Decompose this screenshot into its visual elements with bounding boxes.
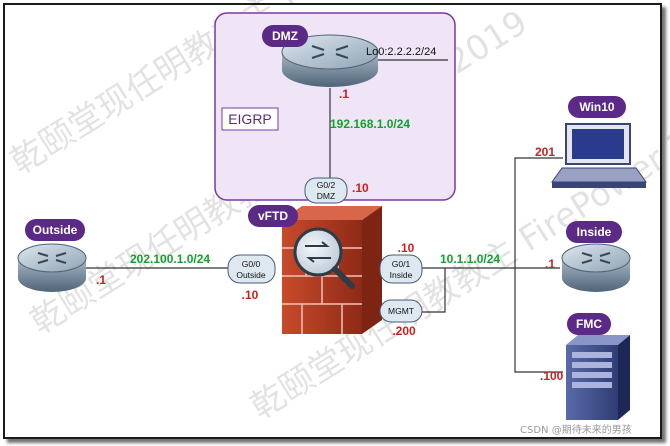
eigrp-label: EIGRP (228, 111, 272, 127)
port-g0-2-zone: DMZ (317, 191, 335, 201)
dmz-router-ip: .1 (339, 87, 349, 101)
outside-router-ip: .1 (96, 273, 106, 287)
outside-network-label: 202.100.1.0/24 (130, 252, 210, 266)
port-g0-0-zone: Outside (236, 270, 266, 280)
win10-ip: 201 (535, 145, 555, 159)
fmc-ip: .100 (540, 369, 564, 383)
ftd-g0-0-ip: .10 (242, 288, 259, 302)
firewall-icon (282, 206, 382, 334)
port-g0-1-name: G0/1 (392, 259, 411, 269)
port-g0-0-name: G0/0 (242, 259, 261, 269)
loopback-label: Lo0:2.2.2.2/24 (366, 46, 436, 58)
inside-network-label: 10.1.1.0/24 (440, 252, 500, 266)
fmc-server-icon (566, 335, 630, 420)
port-mgmt-name: MGMT (388, 306, 414, 316)
ftd-mgmt-ip: .200 (392, 324, 416, 338)
outside-label: Outside (33, 223, 78, 237)
fmc-link (515, 268, 563, 372)
inside-label: Inside (577, 225, 612, 239)
ftd-g0-1-ip: .10 (398, 241, 415, 255)
outside-router-icon (18, 244, 86, 292)
ftd-g0-2-ip: .10 (352, 181, 369, 195)
port-g0-2-name: G0/2 (317, 180, 336, 190)
source-credit: CSDN @期待未来的男孩 (520, 421, 632, 436)
inside-router-icon (562, 244, 630, 292)
win10-label: Win10 (579, 100, 615, 114)
inside-router-ip: .1 (545, 257, 555, 271)
fmc-label: FMC (576, 317, 602, 331)
port-g0-1-zone: Inside (390, 270, 413, 280)
dmz-network-label: 192.168.1.0/24 (330, 117, 410, 131)
dmz-label: DMZ (272, 29, 298, 43)
vftd-label: vFTD (258, 209, 288, 223)
